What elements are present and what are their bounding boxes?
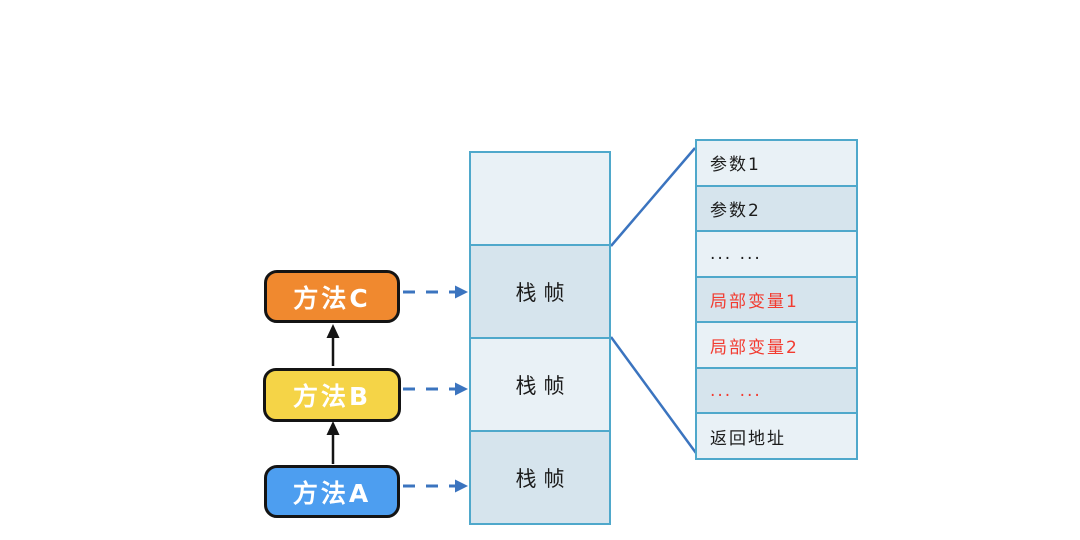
- frame-detail-box: 参数1 参数2 ... ... 局部变量1 局部变量2 ... ... 返回地址: [695, 139, 858, 460]
- method-box-b: 方法B: [263, 368, 401, 422]
- method-box-b-label: 方法B: [292, 382, 372, 411]
- stack-frame-label: 栈帧: [515, 280, 572, 305]
- method-box-c-label: 方法C: [293, 283, 371, 313]
- stack-column: 栈帧 栈帧 栈帧: [469, 151, 611, 525]
- stack-frame-label: 栈帧: [515, 373, 572, 398]
- pointer-arrow-a-icon: [403, 479, 468, 493]
- detail-row-ellipsis-params: ... ...: [697, 230, 856, 276]
- stack-cell-frame-2: 栈帧: [471, 337, 609, 430]
- detail-row-local-var-1: 局部变量1: [697, 275, 856, 322]
- method-box-a-label: 方法A: [292, 478, 372, 508]
- detail-row-param-2: 参数2: [697, 184, 856, 231]
- stack-cell-frame-1: 栈帧: [471, 244, 609, 337]
- method-box-a: 方法A: [264, 465, 400, 518]
- detail-row-local-var-2: 局部变量2: [697, 321, 856, 367]
- call-arrow-a-to-b-icon: [326, 421, 340, 464]
- expand-line-top: [610, 147, 696, 247]
- detail-row-return-address: 返回地址: [697, 412, 856, 459]
- stack-cell-frame-3: 栈帧: [471, 430, 609, 523]
- stack-cell-empty: [471, 153, 609, 244]
- pointer-arrow-b-icon: [403, 382, 468, 396]
- method-box-c: 方法C: [264, 270, 400, 323]
- expand-line-bottom: [609, 336, 698, 454]
- pointer-arrow-c-icon: [403, 285, 468, 299]
- detail-row-ellipsis-locals: ... ...: [697, 366, 856, 413]
- stack-frame-label: 栈帧: [515, 466, 572, 491]
- call-arrow-b-to-c-icon: [326, 324, 340, 366]
- detail-row-param-1: 参数1: [697, 141, 856, 185]
